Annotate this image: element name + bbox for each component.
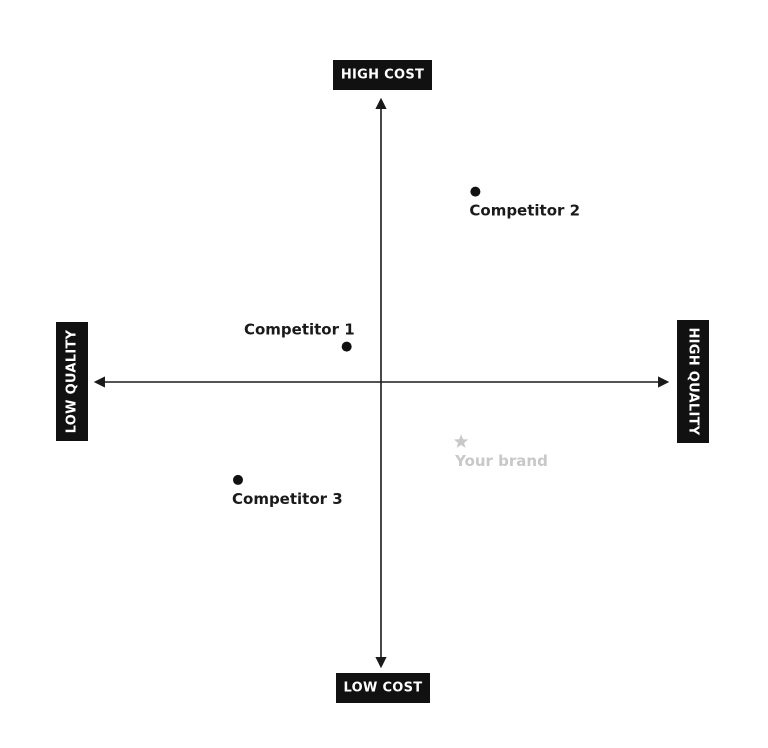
axis-label-top: HIGH COST — [333, 60, 432, 90]
axis-label-left-box — [56, 322, 88, 441]
star-icon — [453, 434, 469, 448]
axis-label-top-text: HIGH COST — [341, 68, 424, 83]
point-label-your-brand: Your brand — [454, 452, 548, 470]
axis-label-top-box — [333, 60, 432, 90]
axis-label-bottom-text: LOW COST — [344, 681, 423, 696]
point-marker-competitor-1 — [341, 341, 352, 352]
point-marker-competitor-3 — [233, 474, 243, 485]
axis-label-bottom-box — [336, 673, 430, 703]
point-label-competitor-1: Competitor 1 — [244, 321, 355, 339]
axis-label-bottom: LOW COST — [336, 673, 430, 703]
axis-label-right: HIGH QUALITY — [677, 320, 709, 443]
point-label-competitor-2: Competitor 2 — [469, 202, 580, 220]
axis-label-left: LOW QUALITY — [56, 322, 88, 441]
axis-label-left-text: LOW QUALITY — [65, 329, 80, 433]
point-label-competitor-3: Competitor 3 — [232, 490, 343, 508]
axis-label-right-box — [677, 320, 709, 443]
axis-label-right-text: HIGH QUALITY — [686, 327, 701, 435]
point-marker-competitor-2 — [470, 186, 481, 197]
points-layer: Competitor 1 Competitor 2 Competitor 3 Your… — [232, 186, 580, 508]
